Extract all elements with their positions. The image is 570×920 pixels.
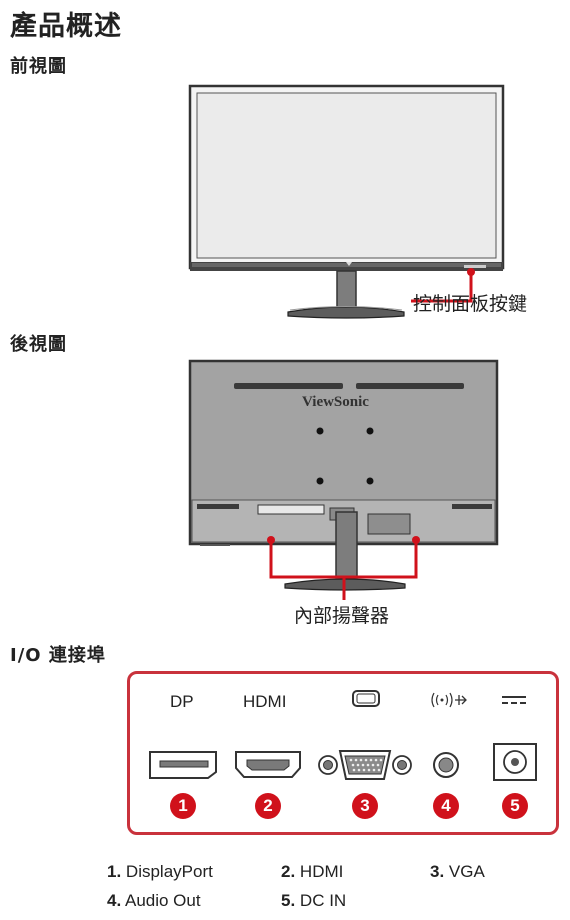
- legend-num: 3.: [430, 862, 445, 881]
- front-view-monitor: [188, 84, 505, 319]
- legend-name: Audio Out: [124, 891, 201, 910]
- internal-speaker-callout-line: [267, 536, 420, 600]
- badge-number-1: 1: [178, 796, 188, 815]
- audio-out-symbol-icon: [431, 692, 467, 708]
- page-title: 產品概述: [10, 11, 122, 42]
- badge-number-3: 3: [360, 796, 370, 815]
- audio-out-port-icon: [433, 752, 459, 778]
- legend-item-displayport: 1. DisplayPort: [107, 862, 213, 882]
- badge-number-4: 4: [441, 796, 451, 815]
- io-ports-heading: I/O 連接埠: [10, 645, 106, 666]
- dc-in-port-icon: [493, 743, 537, 781]
- port-number-badges: [170, 793, 528, 819]
- internal-speaker-label: 內部揚聲器: [294, 605, 390, 627]
- dc-symbol-icon: [502, 696, 526, 704]
- badge-number-5: 5: [510, 796, 520, 815]
- legend-name: VGA: [448, 862, 485, 881]
- legend-name: HDMI: [299, 862, 344, 881]
- vga-port-icon: [318, 750, 412, 780]
- legend-item-audio-out: 4. Audio Out: [107, 891, 201, 911]
- port-label-dp: DP: [170, 692, 194, 711]
- port-label-hdmi: HDMI: [243, 692, 287, 711]
- monitor-illustrations: [188, 84, 505, 600]
- legend-num: 4.: [107, 891, 122, 910]
- front-view-heading: 前視圖: [10, 56, 67, 77]
- badge-number-2: 2: [263, 796, 273, 815]
- hdmi-port-icon: [235, 751, 301, 778]
- back-view-monitor: [188, 359, 499, 591]
- legend-item-dc-in: 5. DC IN: [281, 891, 346, 911]
- viewsonic-logo: ViewSonic: [302, 394, 369, 410]
- control-panel-callout-line: [411, 268, 475, 303]
- legend-num: 1.: [107, 862, 122, 881]
- legend-item-vga: 3. VGA: [430, 862, 485, 882]
- legend-name: DisplayPort: [125, 862, 213, 881]
- displayport-port-icon: [149, 751, 217, 779]
- back-view-heading: 後視圖: [10, 334, 67, 355]
- legend-num: 2.: [281, 862, 296, 881]
- io-port-panel: [127, 671, 559, 835]
- legend-name: DC IN: [299, 891, 347, 910]
- vga-symbol-icon: [352, 690, 380, 707]
- legend-num: 5.: [281, 891, 296, 910]
- control-panel-keys-label: 控制面板按鍵: [413, 293, 528, 315]
- legend-item-hdmi: 2. HDMI: [281, 862, 343, 882]
